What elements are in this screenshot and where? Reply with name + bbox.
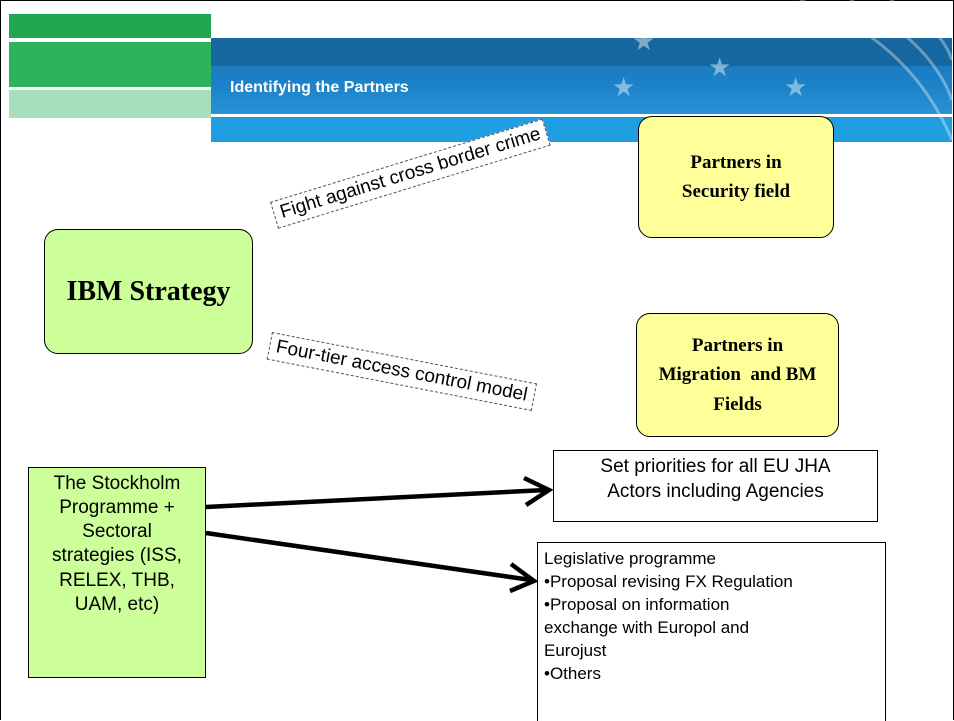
- legislative-line: •Proposal revising FX Regulation: [544, 571, 793, 591]
- stockholm-line: UAM, etc): [74, 593, 160, 615]
- star-icon: ★: [784, 72, 808, 102]
- legislative-line: Legislative programme: [544, 549, 716, 568]
- stockholm-programme-box: The Stockholm Programme + Sectoral strat…: [28, 467, 206, 678]
- arrow-to-priorities: [205, 487, 547, 510]
- migration-partners-line: Migration and BM: [658, 364, 817, 386]
- legislative-line: •Others: [544, 663, 601, 683]
- security-partners-box: Partners in Security field: [638, 116, 834, 238]
- priorities-box: Set priorities for all EU JHA Actors inc…: [553, 450, 878, 522]
- header-green-bar-top: [9, 14, 211, 38]
- header-green-bar-middle: [9, 42, 211, 87]
- legislative-line: Eurojust: [544, 640, 607, 660]
- priorities-line: Set priorities for all EU JHA: [600, 456, 831, 477]
- slide-title: Identifying the Partners: [230, 79, 409, 96]
- stockholm-line: RELEX, THB,: [59, 569, 175, 591]
- legislative-programme-box: Legislative programme •Proposal revising…: [537, 542, 886, 721]
- legislative-line: exchange with Europol and: [544, 617, 750, 637]
- header-white-divider: [211, 114, 952, 117]
- ibm-strategy-label: IBM Strategy: [66, 275, 231, 307]
- star-icon: ★: [708, 52, 732, 82]
- header-blue-band-dark: [211, 38, 952, 66]
- arrow-to-legislative: [205, 530, 532, 583]
- legislative-line: •Proposal on information: [544, 594, 730, 614]
- stockholm-line: Programme +: [59, 497, 175, 519]
- migration-partners-line: Partners in: [691, 334, 784, 356]
- eu-arc-decoration: [799, 0, 952, 141]
- ibm-strategy-box: IBM Strategy: [44, 229, 253, 354]
- star-icon: ★: [632, 26, 656, 56]
- security-partners-line: Partners in: [690, 151, 782, 173]
- security-partners-line: Security field: [681, 181, 791, 202]
- header-green-bar-bottom: [9, 90, 211, 118]
- stockholm-line: Sectoral: [82, 521, 152, 543]
- arrowhead-icon: [509, 562, 539, 594]
- stockholm-line: The Stockholm: [53, 473, 181, 494]
- star-icon: ★: [612, 72, 636, 102]
- priorities-line: Actors including Agencies: [607, 480, 824, 502]
- migration-partners-line: Fields: [713, 393, 762, 415]
- arrowhead-icon: [523, 475, 554, 507]
- stockholm-line: strategies (ISS,: [52, 545, 182, 567]
- migration-partners-box: Partners in Migration and BM Fields: [636, 313, 839, 437]
